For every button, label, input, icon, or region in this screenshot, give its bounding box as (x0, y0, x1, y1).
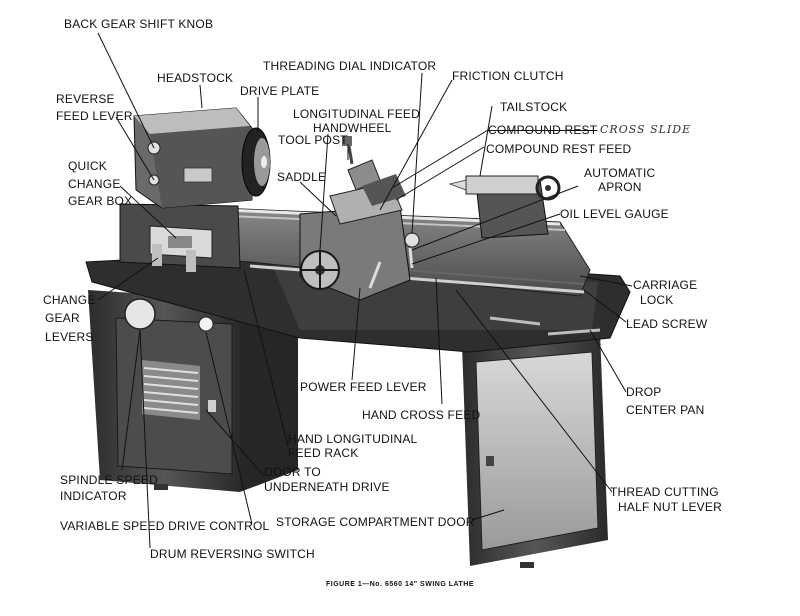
drum-reversing-switch-dial (124, 298, 156, 330)
label-change-gear-levers-line2: GEAR (45, 311, 80, 325)
leader-back-gear-shift-knob (97, 32, 155, 149)
wrenches (489, 316, 601, 336)
leader-thread-cutting-half-nut (455, 289, 613, 493)
leader-carriage-lock (579, 275, 633, 287)
label-tool-post: TOOL POST (278, 133, 348, 147)
leader-drop-center-pan (589, 329, 627, 393)
leader-drum-reversing-switch (139, 329, 151, 549)
label-headstock: HEADSTOCK (157, 71, 234, 85)
label-tailstock: TAILSTOCK (500, 100, 568, 114)
leader-hand-cross-feed (435, 277, 443, 405)
label-door-to-underneath-line2: UNDERNEATH DRIVE (264, 480, 390, 494)
label-threading-dial-indicator: THREADING DIAL INDICATOR (263, 59, 437, 73)
label-quick-change-line1: QUICK (68, 159, 108, 173)
quick-change-gear-box (119, 203, 241, 272)
leader-door-to-underneath-drive (205, 409, 265, 477)
leader-compound-rest-feed (395, 146, 485, 201)
leader-threading-dial (411, 72, 423, 235)
leader-tailstock (479, 105, 493, 177)
leader-compound-rest (391, 129, 489, 189)
leader-power-feed-lever (351, 287, 361, 381)
label-automatic-apron-line2: APRON (598, 180, 642, 194)
leader-change-gear-levers (97, 257, 159, 301)
leader-longitudinal-feed-handwheel (319, 133, 329, 251)
leader-saddle (299, 181, 337, 217)
leader-storage-compartment-door (471, 509, 505, 521)
label-carriage-lock-line2: LOCK (640, 293, 674, 307)
leader-hand-longitudinal-feed-rack (243, 269, 289, 447)
label-hand-long-feed-rack-line2: FEED RACK (288, 446, 359, 460)
spindle-speed-indicator-dial (198, 316, 214, 332)
label-spindle-speed-indicator-line1: SPINDLE SPEED (60, 473, 158, 487)
label-thread-cutting-line2: HALF NUT LEVER (618, 500, 722, 514)
label-door-to-underneath-line1: DOOR TO (264, 465, 321, 479)
label-longitudinal-feed-line2: HANDWHEEL (313, 121, 392, 135)
right-cabinet (154, 332, 608, 568)
label-back-gear-shift-knob: BACK GEAR SHIFT KNOB (64, 17, 214, 31)
label-compound-rest: COMPOUND REST (488, 123, 598, 137)
label-change-gear-levers-line3: LEVERS (45, 330, 94, 344)
leader-lead-screw (583, 289, 627, 323)
label-compound-rest-feed: COMPOUND REST FEED (486, 142, 632, 156)
drive-plate (241, 127, 271, 197)
label-friction-clutch: FRICTION CLUTCH (452, 69, 564, 83)
leader-oil-level-gauge (411, 213, 561, 265)
leader-variable-speed-drive-control (205, 331, 253, 525)
label-drop-line2: CENTER PAN (626, 403, 705, 417)
label-spindle-speed-indicator-line2: INDICATOR (60, 489, 127, 503)
label-thread-cutting-line1: THREAD CUTTING (610, 485, 719, 499)
label-quick-change-line2: CHANGE (68, 177, 121, 191)
label-quick-change-line3: GEAR BOX (68, 194, 133, 208)
tailstock (448, 175, 561, 239)
leader-spindle-speed-indicator (121, 329, 141, 471)
label-drive-plate: DRIVE PLATE (240, 84, 320, 98)
leader-automatic-apron (411, 185, 579, 251)
label-automatic-apron-line1: AUTOMATIC (584, 166, 656, 180)
leader-friction-clutch (379, 79, 453, 211)
label-lead-screw: LEAD SCREW (626, 317, 708, 331)
door-handle (208, 400, 216, 412)
leader-quick-change-gear-box (119, 185, 177, 239)
label-reverse-feed-lever-line1: REVERSE (56, 92, 115, 106)
label-power-feed-lever: POWER FEED LEVER (300, 380, 427, 394)
label-hand-cross-feed: HAND CROSS FEED (362, 408, 481, 422)
label-drop-line1: DROP (626, 385, 662, 399)
label-storage-compartment-door: STORAGE COMPARTMENT DOOR (276, 515, 475, 529)
label-oil-level-gauge: OIL LEVEL GAUGE (560, 207, 669, 221)
label-hand-long-feed-rack-line1: HAND LONGITUDINAL (288, 432, 418, 446)
leader-reverse-feed-lever (115, 116, 155, 181)
figure-caption: FIGURE 1—No. 6560 14" SWING LATHE (325, 581, 475, 588)
longitudinal-feed-handwheel (300, 250, 340, 290)
label-change-gear-levers-line1: CHANGE (43, 293, 96, 307)
label-variable-speed-drive-control: VARIABLE SPEED DRIVE CONTROL (60, 519, 270, 533)
headstock (133, 107, 253, 209)
label-longitudinal-feed-line1: LONGITUDINAL FEED (293, 107, 420, 121)
label-reverse-feed-lever-line2: FEED LEVER (56, 109, 133, 123)
vent-louvers (142, 360, 200, 420)
label-saddle: SADDLE (277, 170, 327, 184)
handwritten-cross-slide: CROSS SLIDE (600, 123, 692, 136)
label-drum-reversing-switch: DRUM REVERSING SWITCH (150, 547, 315, 561)
leader-headstock (199, 84, 203, 109)
label-carriage-lock-line1: CARRIAGE (633, 278, 698, 292)
